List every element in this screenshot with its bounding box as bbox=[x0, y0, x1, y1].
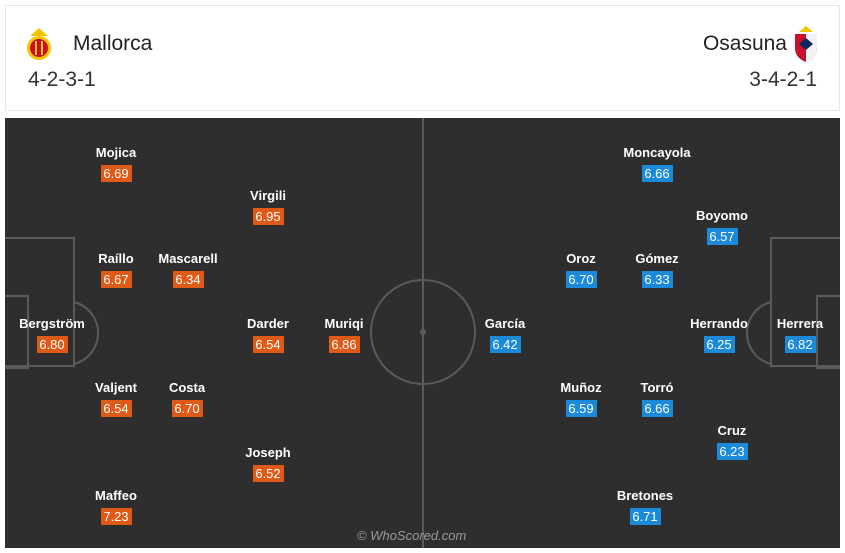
player-rating: 6.70 bbox=[565, 271, 597, 288]
player-home-mascarell[interactable]: Mascarell 6.34 bbox=[148, 251, 228, 289]
player-name: Muñoz bbox=[560, 380, 602, 395]
player-name: Valjent bbox=[95, 380, 137, 395]
player-away-torro[interactable]: Torró 6.66 bbox=[617, 380, 697, 418]
player-name: Virgili bbox=[250, 188, 286, 203]
player-rating: 6.59 bbox=[565, 400, 597, 417]
player-rating: 6.80 bbox=[36, 336, 68, 353]
player-name: Herrera bbox=[776, 316, 824, 331]
player-name: Mojica bbox=[95, 145, 137, 160]
player-name: Mascarell bbox=[158, 251, 218, 266]
player-away-cruz[interactable]: Cruz 6.23 bbox=[692, 423, 772, 461]
player-name: Cruz bbox=[717, 423, 747, 438]
player-rating: 6.95 bbox=[252, 208, 284, 225]
osasuna-crest-icon bbox=[795, 26, 817, 62]
player-away-garcia[interactable]: García 6.42 bbox=[465, 316, 545, 354]
player-name: Muriqi bbox=[324, 316, 364, 331]
player-rating: 6.82 bbox=[784, 336, 816, 353]
player-name: Boyomo bbox=[696, 208, 748, 223]
player-name: Maffeo bbox=[95, 488, 137, 503]
player-away-oroz[interactable]: Oroz 6.70 bbox=[541, 251, 621, 289]
player-rating: 6.66 bbox=[641, 165, 673, 182]
player-name: Herrando bbox=[690, 316, 748, 331]
player-home-costa[interactable]: Costa 6.70 bbox=[147, 380, 227, 418]
player-rating: 7.23 bbox=[100, 508, 132, 525]
player-name: Costa bbox=[168, 380, 206, 395]
player-away-moncayola[interactable]: Moncayola 6.66 bbox=[617, 145, 697, 183]
pitch-lines bbox=[5, 118, 840, 548]
player-away-boyomo[interactable]: Boyomo 6.57 bbox=[682, 208, 762, 246]
player-name: Gómez bbox=[635, 251, 679, 266]
player-name: Moncayola bbox=[623, 145, 691, 160]
player-rating: 6.25 bbox=[703, 336, 735, 353]
player-rating: 6.54 bbox=[252, 336, 284, 353]
pitch: Bergström 6.80 Mojica 6.69 Raíllo 6.67 V… bbox=[5, 118, 840, 548]
player-rating: 6.67 bbox=[100, 271, 132, 288]
player-home-muriqi[interactable]: Muriqi 6.86 bbox=[304, 316, 384, 354]
home-team-name: Mallorca bbox=[73, 32, 153, 55]
player-away-herrando[interactable]: Herrando 6.25 bbox=[679, 316, 759, 354]
player-rating: 6.52 bbox=[252, 465, 284, 482]
player-name: Darder bbox=[247, 316, 289, 331]
player-name: Torró bbox=[640, 380, 674, 395]
player-away-munoz[interactable]: Muñoz 6.59 bbox=[541, 380, 621, 418]
player-rating: 6.86 bbox=[328, 336, 360, 353]
player-away-bretones[interactable]: Bretones 6.71 bbox=[605, 488, 685, 526]
player-home-maffeo[interactable]: Maffeo 7.23 bbox=[76, 488, 156, 526]
player-home-darder[interactable]: Darder 6.54 bbox=[228, 316, 308, 354]
player-home-valjent[interactable]: Valjent 6.54 bbox=[76, 380, 156, 418]
away-formation: 3-4-2-1 bbox=[749, 68, 817, 91]
player-rating: 6.71 bbox=[629, 508, 661, 525]
player-rating: 6.70 bbox=[171, 400, 203, 417]
away-team-name: Osasuna bbox=[702, 32, 787, 55]
player-name: García bbox=[484, 316, 526, 331]
player-name: Raíllo bbox=[98, 251, 134, 266]
player-rating: 6.23 bbox=[716, 443, 748, 460]
player-home-mojica[interactable]: Mojica 6.69 bbox=[76, 145, 156, 183]
player-name: Bergström bbox=[19, 316, 85, 331]
player-rating: 6.69 bbox=[100, 165, 132, 182]
player-away-gomez[interactable]: Gómez 6.33 bbox=[617, 251, 697, 289]
player-home-joseph[interactable]: Joseph 6.52 bbox=[228, 445, 308, 483]
match-header: Mallorca 4-2-3-1 Osasuna 3-4-2-1 bbox=[5, 5, 840, 111]
player-rating: 6.66 bbox=[641, 400, 673, 417]
player-rating: 6.34 bbox=[172, 271, 204, 288]
player-rating: 6.42 bbox=[489, 336, 521, 353]
mallorca-crest-icon bbox=[27, 28, 51, 60]
player-home-raillo[interactable]: Raíllo 6.67 bbox=[76, 251, 156, 289]
player-rating: 6.54 bbox=[100, 400, 132, 417]
player-rating: 6.57 bbox=[706, 228, 738, 245]
player-home-bergstrom[interactable]: Bergström 6.80 bbox=[12, 316, 92, 354]
home-formation: 4-2-3-1 bbox=[28, 68, 96, 91]
player-name: Oroz bbox=[566, 251, 596, 266]
player-rating: 6.33 bbox=[641, 271, 673, 288]
player-home-virgili[interactable]: Virgili 6.95 bbox=[228, 188, 308, 226]
whoscored-watermark: © WhoScored.com bbox=[357, 528, 467, 543]
player-name: Bretones bbox=[616, 488, 674, 503]
player-away-herrera[interactable]: Herrera 6.82 bbox=[760, 316, 840, 354]
player-name: Joseph bbox=[245, 445, 291, 460]
